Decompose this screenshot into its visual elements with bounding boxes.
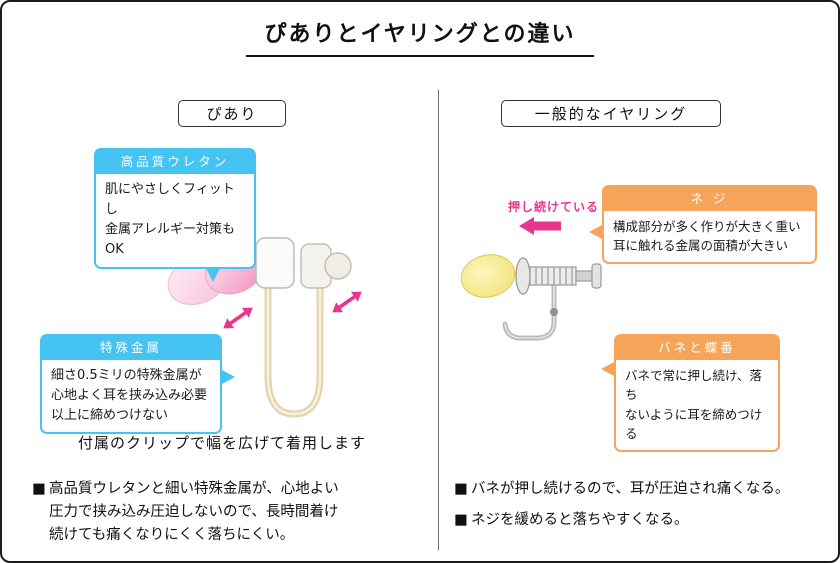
special-metal-callout-label: 特殊金属 [40, 334, 222, 360]
bullet-text: 高品質ウレタンと細い特殊金属が、心地よい 圧力で挟み込み圧迫しないので、長時間着… [49, 481, 339, 544]
pinch-arrow-icon [223, 307, 253, 329]
title-wrap: ぴありとイヤリングとの違い [2, 16, 838, 57]
left-summary: ■ 高品質ウレタンと細い特殊金属が、心地よい 圧力で挟み込み圧迫しないので、長時… [32, 478, 432, 548]
left-caption: 付属のクリップで幅を広げて着用します [78, 434, 367, 452]
special-metal-callout: 特殊金属 細さ0.5ミリの特殊金属が 心地よく耳を挟み込み必要 以上に締めつけな… [40, 334, 235, 435]
callout-pointer [589, 225, 602, 239]
hinge-dot [550, 308, 558, 316]
push-left-arrow-icon [519, 217, 561, 235]
page-title: ぴありとイヤリングとの違い [246, 16, 594, 57]
pinch-arrow-icon [332, 291, 362, 313]
summary-bullet: ■ 高品質ウレタンと細い特殊金属が、心地よい 圧力で挟み込み圧迫しないので、長時… [32, 478, 432, 548]
callout-pointer [222, 370, 235, 384]
right-summary: ■ バネが押し続けるので、耳が圧迫され痛くなる。 ■ ネジを緩めると落ちやすくな… [454, 478, 832, 532]
urethane-callout: 高品質ウレタン 肌にやさしくフィットし 金属アレルギー対策もOK [94, 148, 256, 282]
spring-hinge-callout: バネと蝶番 バネで常に押し続け、落ち ないように耳を締めつける [601, 334, 780, 452]
callout-pointer [206, 267, 220, 282]
bullet-marker: ■ [32, 481, 46, 497]
clip-wire [264, 280, 324, 418]
earring-arm [502, 281, 558, 341]
column-divider [438, 90, 439, 550]
bullet-marker: ■ [454, 512, 468, 529]
spring-hinge-callout-text: バネで常に押し続け、落ち ないように耳を締めつける [614, 360, 780, 452]
metal-cylinders [255, 237, 352, 289]
summary-bullet: ■ ネジを緩めると落ちやすくなる。 [454, 509, 832, 532]
left-column-header: ぴあり [178, 100, 286, 127]
earring-pad [460, 254, 516, 298]
screw-mechanism [515, 257, 602, 295]
screw-callout: ネ ジ 構成部分が多く作りが大きく重い 耳に触れる金属の面積が大きい [589, 185, 817, 264]
earring-illustration [460, 254, 602, 341]
callout-pointer [601, 362, 614, 376]
bullet-text: ネジを緩めると落ちやすくなる。 [471, 512, 689, 529]
spring-hinge-callout-label: バネと蝶番 [614, 334, 780, 360]
screw-callout-label: ネ ジ [602, 185, 817, 211]
summary-bullet: ■ バネが押し続けるので、耳が圧迫され痛くなる。 [454, 478, 832, 501]
push-label: 押し続けている [508, 200, 600, 214]
screw-callout-text: 構成部分が多く作りが大きく重い 耳に触れる金属の面積が大きい [602, 211, 817, 264]
urethane-callout-text: 肌にやさしくフィットし 金属アレルギー対策もOK [94, 174, 256, 269]
right-column-header: 一般的なイヤリング [501, 100, 721, 127]
urethane-callout-label: 高品質ウレタン [94, 148, 256, 174]
special-metal-callout-text: 細さ0.5ミリの特殊金属が 心地よく耳を挟み込み必要 以上に締めつけない [40, 360, 222, 435]
bullet-marker: ■ [454, 481, 468, 497]
bullet-text: バネが押し続けるので、耳が圧迫され痛くなる。 [471, 481, 790, 497]
